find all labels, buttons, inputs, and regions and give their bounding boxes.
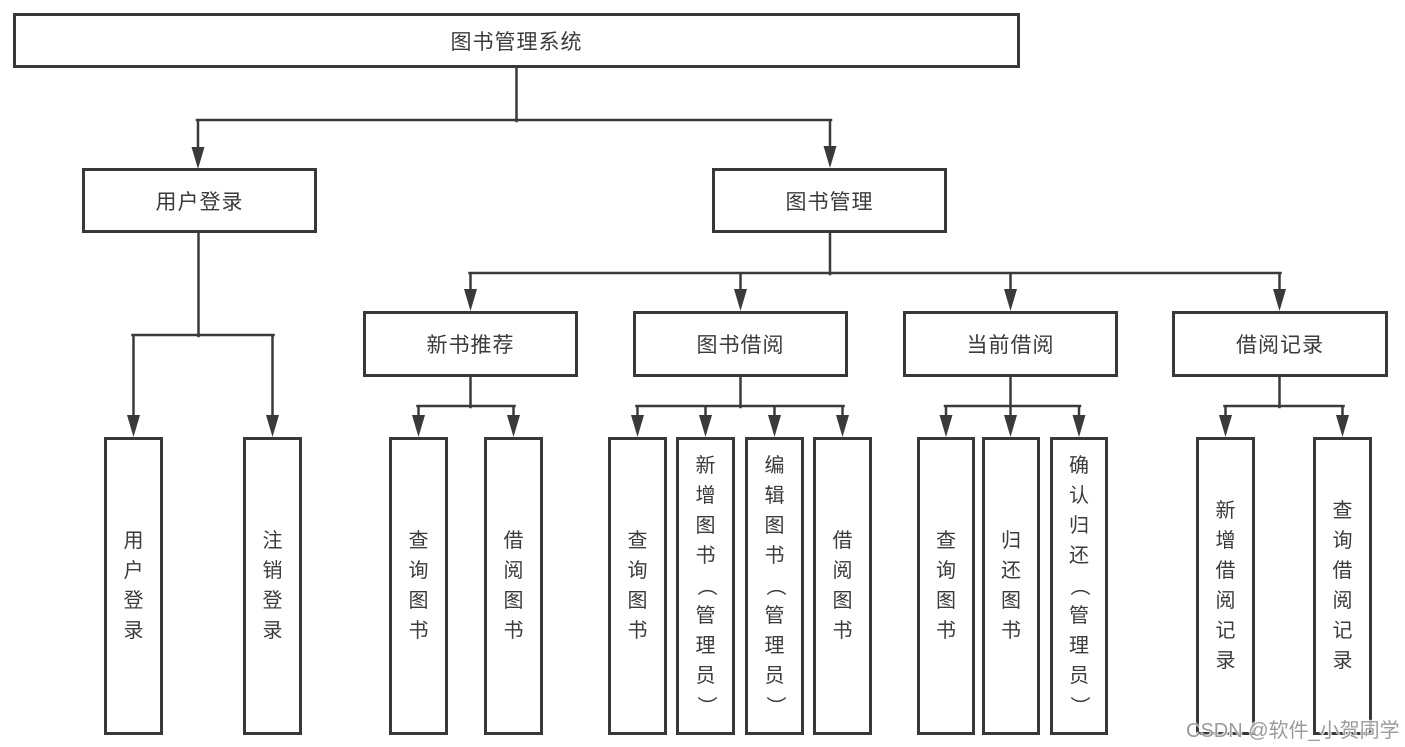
arrowheads bbox=[127, 146, 1349, 437]
node-user-login: 用户登录 bbox=[82, 168, 317, 233]
node-leaf-borrow-books-2: 借阅图书 bbox=[813, 437, 872, 735]
arrow-down-icon bbox=[699, 415, 712, 437]
node-user-login-label: 用户登录 bbox=[155, 190, 244, 214]
arrow-down-icon bbox=[464, 289, 477, 311]
node-book-management: 图书管理 bbox=[712, 168, 947, 233]
arrow-down-icon bbox=[1273, 289, 1286, 311]
node-leaf-return-book-label: 归还图书 bbox=[1001, 530, 1021, 642]
node-leaf-edit-book-admin: 编辑图书（管理员） bbox=[745, 437, 804, 735]
arrow-down-icon bbox=[1219, 415, 1232, 437]
node-borrow-records-label: 借阅记录 bbox=[1236, 334, 1324, 357]
node-leaf-query-books-2: 查询图书 bbox=[608, 437, 667, 735]
node-book-borrow: 图书借阅 bbox=[633, 311, 848, 377]
node-leaf-query-borrow-record: 查询借阅记录 bbox=[1313, 437, 1372, 735]
node-root-label: 图书管理系统 bbox=[450, 30, 583, 54]
node-leaf-add-borrow-record: 新增借阅记录 bbox=[1196, 437, 1255, 735]
arrow-down-icon bbox=[127, 415, 140, 437]
node-borrow-records: 借阅记录 bbox=[1172, 311, 1388, 377]
node-leaf-query-books-3: 查询图书 bbox=[917, 437, 975, 735]
arrow-down-icon bbox=[768, 415, 781, 437]
arrow-down-icon bbox=[1072, 415, 1086, 437]
arrow-down-icon bbox=[412, 415, 425, 437]
arrow-down-icon bbox=[631, 415, 644, 437]
node-leaf-edit-book-admin-label: 编辑图书（管理员） bbox=[763, 455, 786, 716]
node-leaf-borrow-books-2-label: 借阅图书 bbox=[832, 530, 853, 642]
node-leaf-query-books-2-label: 查询图书 bbox=[627, 530, 648, 642]
node-leaf-add-book-admin: 新增图书（管理员） bbox=[676, 437, 735, 735]
node-new-book-recommend: 新书推荐 bbox=[363, 311, 578, 377]
arrow-down-icon bbox=[734, 289, 747, 311]
arrow-down-icon bbox=[191, 147, 205, 169]
node-leaf-confirm-return-admin: 确认归还（管理员） bbox=[1050, 437, 1108, 735]
node-leaf-add-borrow-record-label: 新增借阅记录 bbox=[1215, 500, 1236, 672]
arrow-down-icon bbox=[939, 415, 953, 437]
node-book-borrow-label: 图书借阅 bbox=[696, 334, 785, 357]
node-leaf-query-books-1-label: 查询图书 bbox=[408, 530, 429, 642]
node-root: 图书管理系统 bbox=[13, 13, 1020, 68]
node-leaf-borrow-books-1-label: 借阅图书 bbox=[503, 530, 524, 642]
node-leaf-user-login: 用户登录 bbox=[104, 437, 163, 735]
node-book-management-label: 图书管理 bbox=[785, 190, 874, 214]
arrow-down-icon bbox=[836, 415, 849, 437]
arrow-down-icon bbox=[1336, 415, 1349, 437]
node-current-borrow-label: 当前借阅 bbox=[966, 334, 1055, 357]
arrow-down-icon bbox=[823, 146, 837, 168]
node-leaf-query-books-1: 查询图书 bbox=[389, 437, 448, 735]
node-current-borrow: 当前借阅 bbox=[903, 311, 1118, 377]
node-leaf-borrow-books-1: 借阅图书 bbox=[484, 437, 543, 735]
node-leaf-return-book: 归还图书 bbox=[982, 437, 1040, 735]
arrow-down-icon bbox=[1004, 415, 1017, 437]
node-leaf-logout-label: 注销登录 bbox=[262, 530, 283, 642]
node-leaf-logout: 注销登录 bbox=[243, 437, 302, 735]
csdn-watermark: CSDN @软件_小贺同学 bbox=[1186, 720, 1400, 742]
arrow-down-icon bbox=[266, 415, 279, 437]
node-leaf-confirm-return-admin-label: 确认归还（管理员） bbox=[1068, 455, 1090, 716]
node-new-book-recommend-label: 新书推荐 bbox=[426, 334, 515, 357]
node-leaf-query-borrow-record-label: 查询借阅记录 bbox=[1332, 500, 1353, 672]
node-leaf-user-login-label: 用户登录 bbox=[123, 530, 144, 642]
arrow-down-icon bbox=[507, 415, 520, 437]
node-leaf-add-book-admin-label: 新增图书（管理员） bbox=[694, 455, 717, 716]
node-leaf-query-books-3-label: 查询图书 bbox=[936, 530, 956, 642]
arrow-down-icon bbox=[1004, 289, 1017, 311]
